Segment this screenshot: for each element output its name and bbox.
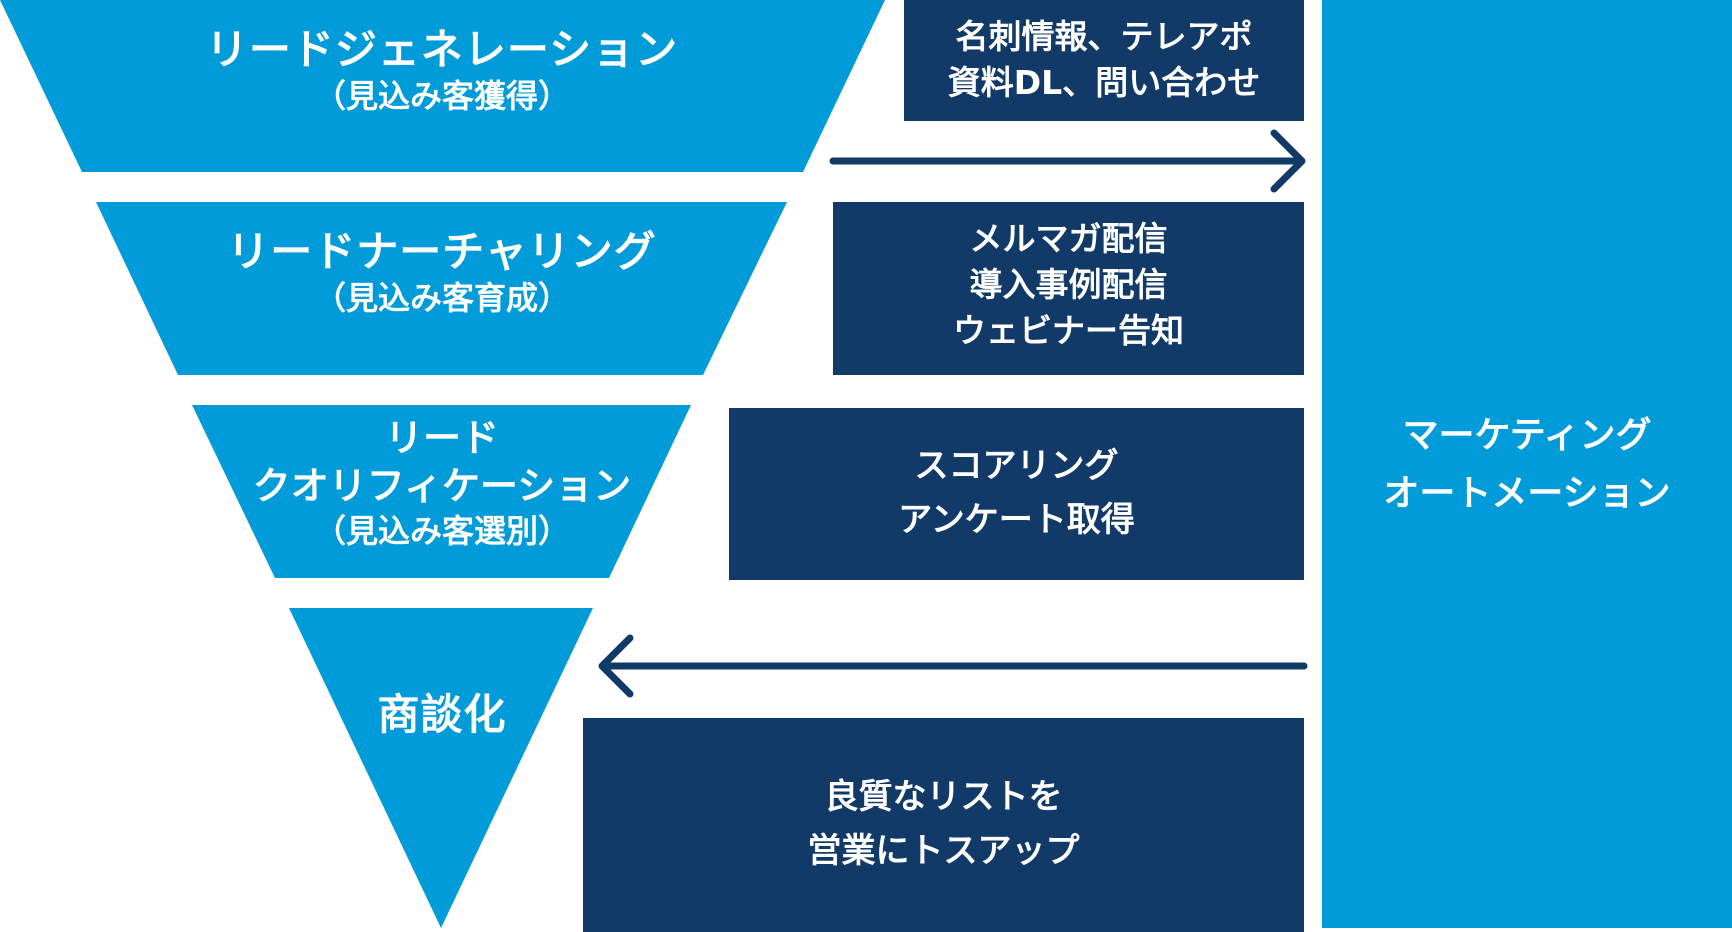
funnel-stage-deal xyxy=(289,608,593,928)
marketing-automation-column xyxy=(1322,0,1732,928)
marketing-automation-label: マーケティング オートメーション xyxy=(1322,407,1732,523)
stage-qualification-subtitle: （見込み客選別） xyxy=(313,512,570,550)
marketing-automation-line-2: オートメーション xyxy=(1383,473,1671,514)
box-generation-line-1: 名刺情報、テレアポ xyxy=(955,17,1253,56)
box-qualification-line-2: アンケート取得 xyxy=(898,500,1135,540)
stage-generation-label: リードジェネレーション （見込み客獲得） xyxy=(142,25,742,117)
funnel-stage-nurturing xyxy=(96,202,787,375)
stage-generation-subtitle: （見込み客獲得） xyxy=(313,77,570,115)
box-qualification-line-1: スコアリング xyxy=(914,446,1119,486)
stage-deal-title: 商談化 xyxy=(377,690,507,739)
funnel-stage-qualification xyxy=(192,405,691,578)
stage-qualification-title-2: クオリフィケーション xyxy=(252,464,632,508)
box-nurturing-line-3: ウェビナー告知 xyxy=(953,311,1184,350)
box-handoff-line-2: 営業にトスアップ xyxy=(807,831,1080,871)
stage-deal-label: 商談化 xyxy=(292,690,592,740)
arrow-to-automation xyxy=(829,129,1306,193)
stage-generation-title: リードジェネレーション xyxy=(205,25,679,74)
marketing-automation-line-1: マーケティング xyxy=(1402,415,1652,456)
box-qualification-activities xyxy=(729,408,1304,580)
box-nurturing-text: メルマガ配信 導入事例配信 ウェビナー告知 xyxy=(833,216,1304,354)
box-handoff-activities xyxy=(583,718,1304,932)
box-handoff-text: 良質なリストを 営業にトスアップ xyxy=(583,770,1304,878)
box-nurturing-activities xyxy=(833,202,1304,375)
stage-nurturing-label: リードナーチャリング （見込み客育成） xyxy=(142,227,742,319)
box-qualification-text: スコアリング アンケート取得 xyxy=(729,439,1304,547)
arrow-to-deal xyxy=(598,634,1308,698)
stage-qualification-label: リード クオリフィケーション （見込み客選別） xyxy=(142,414,742,552)
box-nurturing-line-1: メルマガ配信 xyxy=(969,219,1168,258)
stage-nurturing-subtitle: （見込み客育成） xyxy=(313,279,570,317)
box-nurturing-line-2: 導入事例配信 xyxy=(969,265,1168,304)
box-generation-activities xyxy=(904,0,1304,121)
box-handoff-line-1: 良質なリストを xyxy=(824,777,1063,817)
funnel-stage-generation xyxy=(0,0,885,172)
box-generation-line-2: 資料DL、問い合わせ xyxy=(947,63,1261,102)
box-generation-text: 名刺情報、テレアポ 資料DL、問い合わせ xyxy=(904,14,1304,106)
stage-nurturing-title: リードナーチャリング xyxy=(227,227,657,276)
stage-qualification-title: リード xyxy=(384,416,499,460)
